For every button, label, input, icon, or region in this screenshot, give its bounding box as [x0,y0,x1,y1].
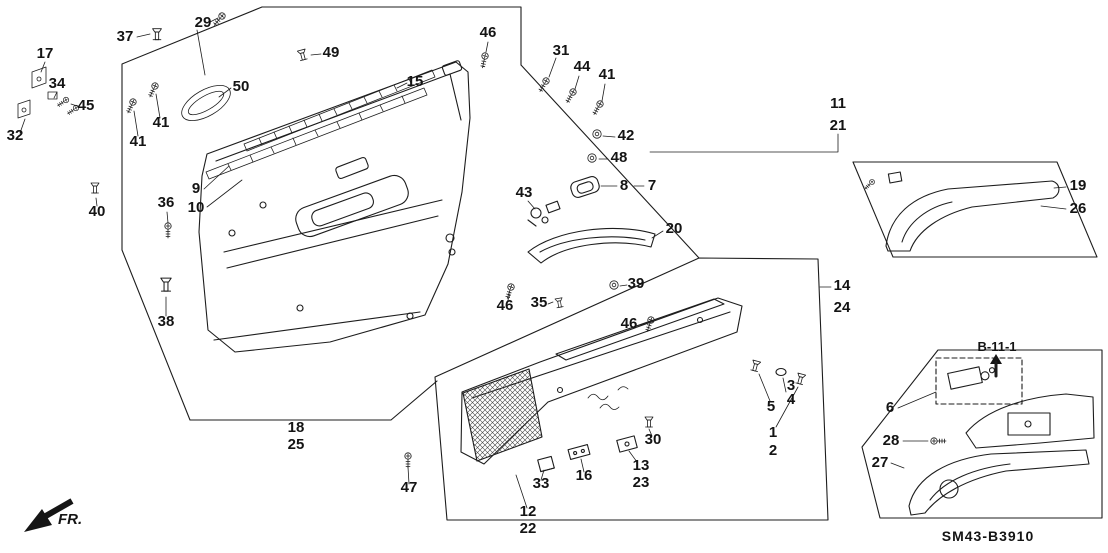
callout-46b: 46 [497,297,514,314]
callout-12: 12 [520,503,537,520]
callout-9: 9 [192,180,200,197]
callout-33: 33 [533,475,550,492]
door-panel-drawing [198,60,471,353]
callout-37: 37 [117,28,134,45]
callout-50: 50 [233,78,250,95]
callout-48: 48 [611,149,628,166]
callout-39: 39 [628,275,645,292]
callout-10: 10 [188,199,205,216]
callout-24: 24 [834,299,851,316]
boundary-lines [121,6,1103,521]
callout-49: 49 [323,44,340,61]
callout-4: 4 [787,391,796,408]
callout-46c: 46 [621,315,638,332]
callout-8: 8 [620,177,628,194]
callout-17: 17 [37,45,54,62]
lower-trim-drawing [460,297,787,473]
fr-arrow [24,498,74,532]
callout-35: 35 [531,294,548,311]
callout-41a: 41 [130,133,147,150]
callout-34: 34 [49,75,66,92]
callout-2: 2 [769,442,777,459]
callout-42: 42 [618,127,635,144]
callout-45: 45 [78,97,95,114]
callout-29: 29 [195,14,212,31]
callout-5: 5 [767,398,775,415]
callout-44: 44 [574,58,591,75]
callout-27: 27 [872,454,889,471]
callout-23: 23 [633,474,650,491]
armrest-drawing [885,171,1060,252]
callout-fr: FR. [58,511,82,528]
callout-30: 30 [645,431,662,448]
rear-armrest-drawing [908,354,1095,516]
callout-18: 18 [288,419,305,436]
callout-13: 13 [633,457,650,474]
callout-1: 1 [769,424,777,441]
callout-b111: B-11-1 [977,339,1016,354]
callout-43: 43 [516,184,533,201]
handle-cluster-drawing [527,176,656,264]
callout-41b: 41 [153,114,170,131]
callout-38: 38 [158,313,175,330]
callout-25: 25 [288,436,305,453]
callout-16: 16 [576,467,593,484]
callout-40: 40 [89,203,106,220]
callout-19: 19 [1070,177,1087,194]
callout-28: 28 [883,432,900,449]
callout-41c: 41 [599,66,616,83]
callout-15: 15 [407,73,424,90]
weatherstrip-drawings [181,69,436,180]
callout-code: SM43-B3910 [942,528,1035,544]
callout-46a: 46 [480,24,497,41]
callout-14: 14 [834,277,851,294]
callout-21: 21 [830,117,847,134]
fastener-glyphs [17,10,947,469]
callout-6: 6 [886,399,894,416]
callout-36: 36 [158,194,175,211]
callout-32: 32 [7,127,24,144]
section-arrow-icon [990,354,1002,364]
callout-26: 26 [1070,200,1087,217]
callout-47: 47 [401,479,418,496]
callout-3: 3 [787,377,795,394]
callout-7: 7 [648,177,656,194]
leader-lines [19,17,1067,509]
callout-22: 22 [520,520,537,537]
callout-11: 11 [830,95,846,112]
callout-31: 31 [553,42,570,59]
callout-20: 20 [666,220,683,237]
